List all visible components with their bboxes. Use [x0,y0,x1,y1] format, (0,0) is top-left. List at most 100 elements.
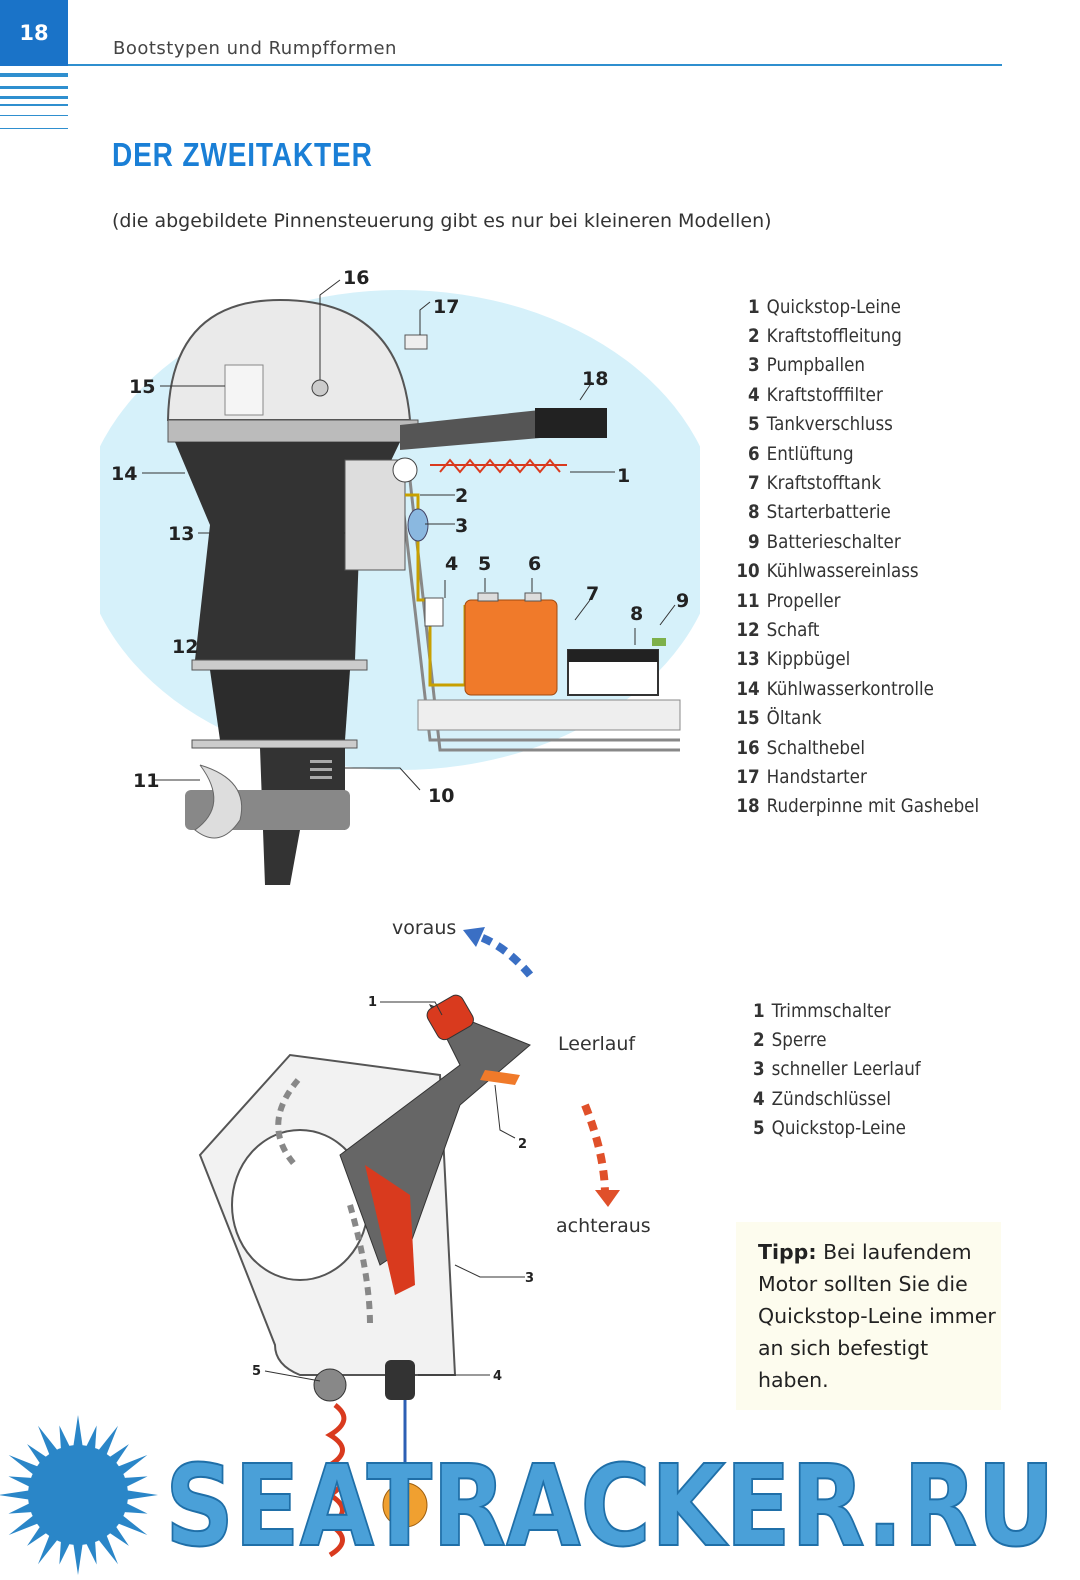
control-callout-1: 1 [368,995,377,1010]
sun-logo [0,1415,158,1575]
sun-ray [8,1455,40,1476]
callout-10: 10 [428,785,454,807]
callout-16: 16 [343,267,369,289]
stripe [0,73,68,77]
callout-1: 1 [617,465,630,487]
tip-box: Tipp: Bei laufendem Motor sollten Sie di… [736,1222,1001,1410]
callout-2: 2 [455,485,468,507]
control-callout-3: 3 [525,1271,534,1286]
legend-label: Trimmschalter [771,999,891,1022]
control-callout-5: 5 [252,1364,261,1379]
boat-floor [417,699,681,731]
callout-9: 9 [676,590,689,612]
callout-13: 13 [168,523,194,545]
legend-label: Ruderpinne mit Gashebel [766,795,980,818]
header-rule [68,64,1002,66]
sun-ray [59,1425,71,1451]
outboard-engine-diagram: 16 17 15 18 14 13 12 11 10 1 2 3 4 5 6 7… [100,267,700,885]
quickstop-socket [313,1368,347,1402]
trim-switch [426,994,474,1041]
key-float [382,1482,428,1528]
label-neutral: Leerlauf [558,1033,636,1055]
anticavitation-plate [191,659,368,671]
legend-item: 6 Entlüftung [735,439,979,468]
legend-label: Kraftstofftank [766,472,882,495]
propeller [194,764,243,839]
callout-14: 14 [111,463,137,485]
sun-ray [122,1502,148,1514]
legend-number: 5 [752,1117,765,1140]
legend-label: Schalthebel [766,736,865,759]
shift-lever [311,379,329,397]
fuel-filter [424,597,444,627]
legend-number: 14 [736,677,760,700]
sun-ray [97,1533,118,1565]
legend-label: Entlüftung [766,442,854,465]
legend-label: Zündschlüssel [771,1087,892,1110]
sun-ray [73,1542,83,1575]
legend-number: 3 [747,354,760,377]
tip-label: Tipp: [758,1240,817,1264]
callout-7: 7 [586,583,599,605]
hand-starter [404,334,428,350]
forward-arrow [473,931,534,978]
page-title: DER ZWEITAKTER [112,136,373,173]
callout-17: 17 [433,296,459,318]
throttle-grip [535,408,607,438]
legend-number: 2 [747,325,760,348]
fuel-tank [464,599,558,696]
legend-label: Propeller [766,589,841,612]
legend-number: 4 [752,1087,765,1110]
legend-item: 16 Schalthebel [735,733,979,762]
stripe [0,128,68,129]
sun-ray [108,1444,129,1465]
stripe [0,104,68,106]
control-callout-2: 2 [518,1137,527,1152]
legend-label: Quickstop-Leine [771,1117,906,1140]
sun-ray [38,1533,59,1565]
legend-label: Öltank [766,707,822,730]
quickstop-coil [325,1403,347,1558]
battery-switch [652,638,666,646]
callout-15: 15 [129,376,155,398]
sun-ray [97,1425,118,1457]
engine-body [175,442,400,660]
legend-label: schneller Leerlauf [771,1058,921,1081]
sun-ray [8,1502,34,1514]
legend-number: 10 [736,560,760,583]
ignition-key [385,1360,415,1400]
running-title: Bootstypen und Rumpfformen [113,38,397,59]
boat-hull [398,479,680,752]
legend-number: 18 [736,795,760,818]
sun-ray [85,1539,97,1565]
sun-ray [73,1415,83,1448]
cowling-band [167,419,419,443]
control-callout-4: 4 [493,1369,502,1384]
legend-label: Quickstop-Leine [766,295,901,318]
legend-label: Tankverschluss [766,413,893,436]
legend-number: 2 [752,1029,765,1052]
legend-label: Kippbügel [766,648,851,671]
stripe [0,115,68,116]
sun-ray [59,1539,71,1565]
legend-number: 16 [736,736,760,759]
watermark: SEATRACKER.RU [0,1415,1056,1575]
callout-3: 3 [455,515,468,537]
lock [480,1070,520,1085]
legend-item: 2 Kraftstoffleitung [735,321,979,350]
legend-number: 3 [752,1058,765,1081]
legend-label: Kraftstoffleitung [766,325,902,348]
legend-number: 6 [747,442,760,465]
page-number: 18 [0,0,68,66]
stripe [0,96,68,99]
subtitle: (die abgebildete Pinnensteuerung gibt es… [112,210,772,232]
label-reverse: achteraus [556,1215,651,1237]
legend-item: 3 schneller Leerlauf [740,1055,921,1084]
